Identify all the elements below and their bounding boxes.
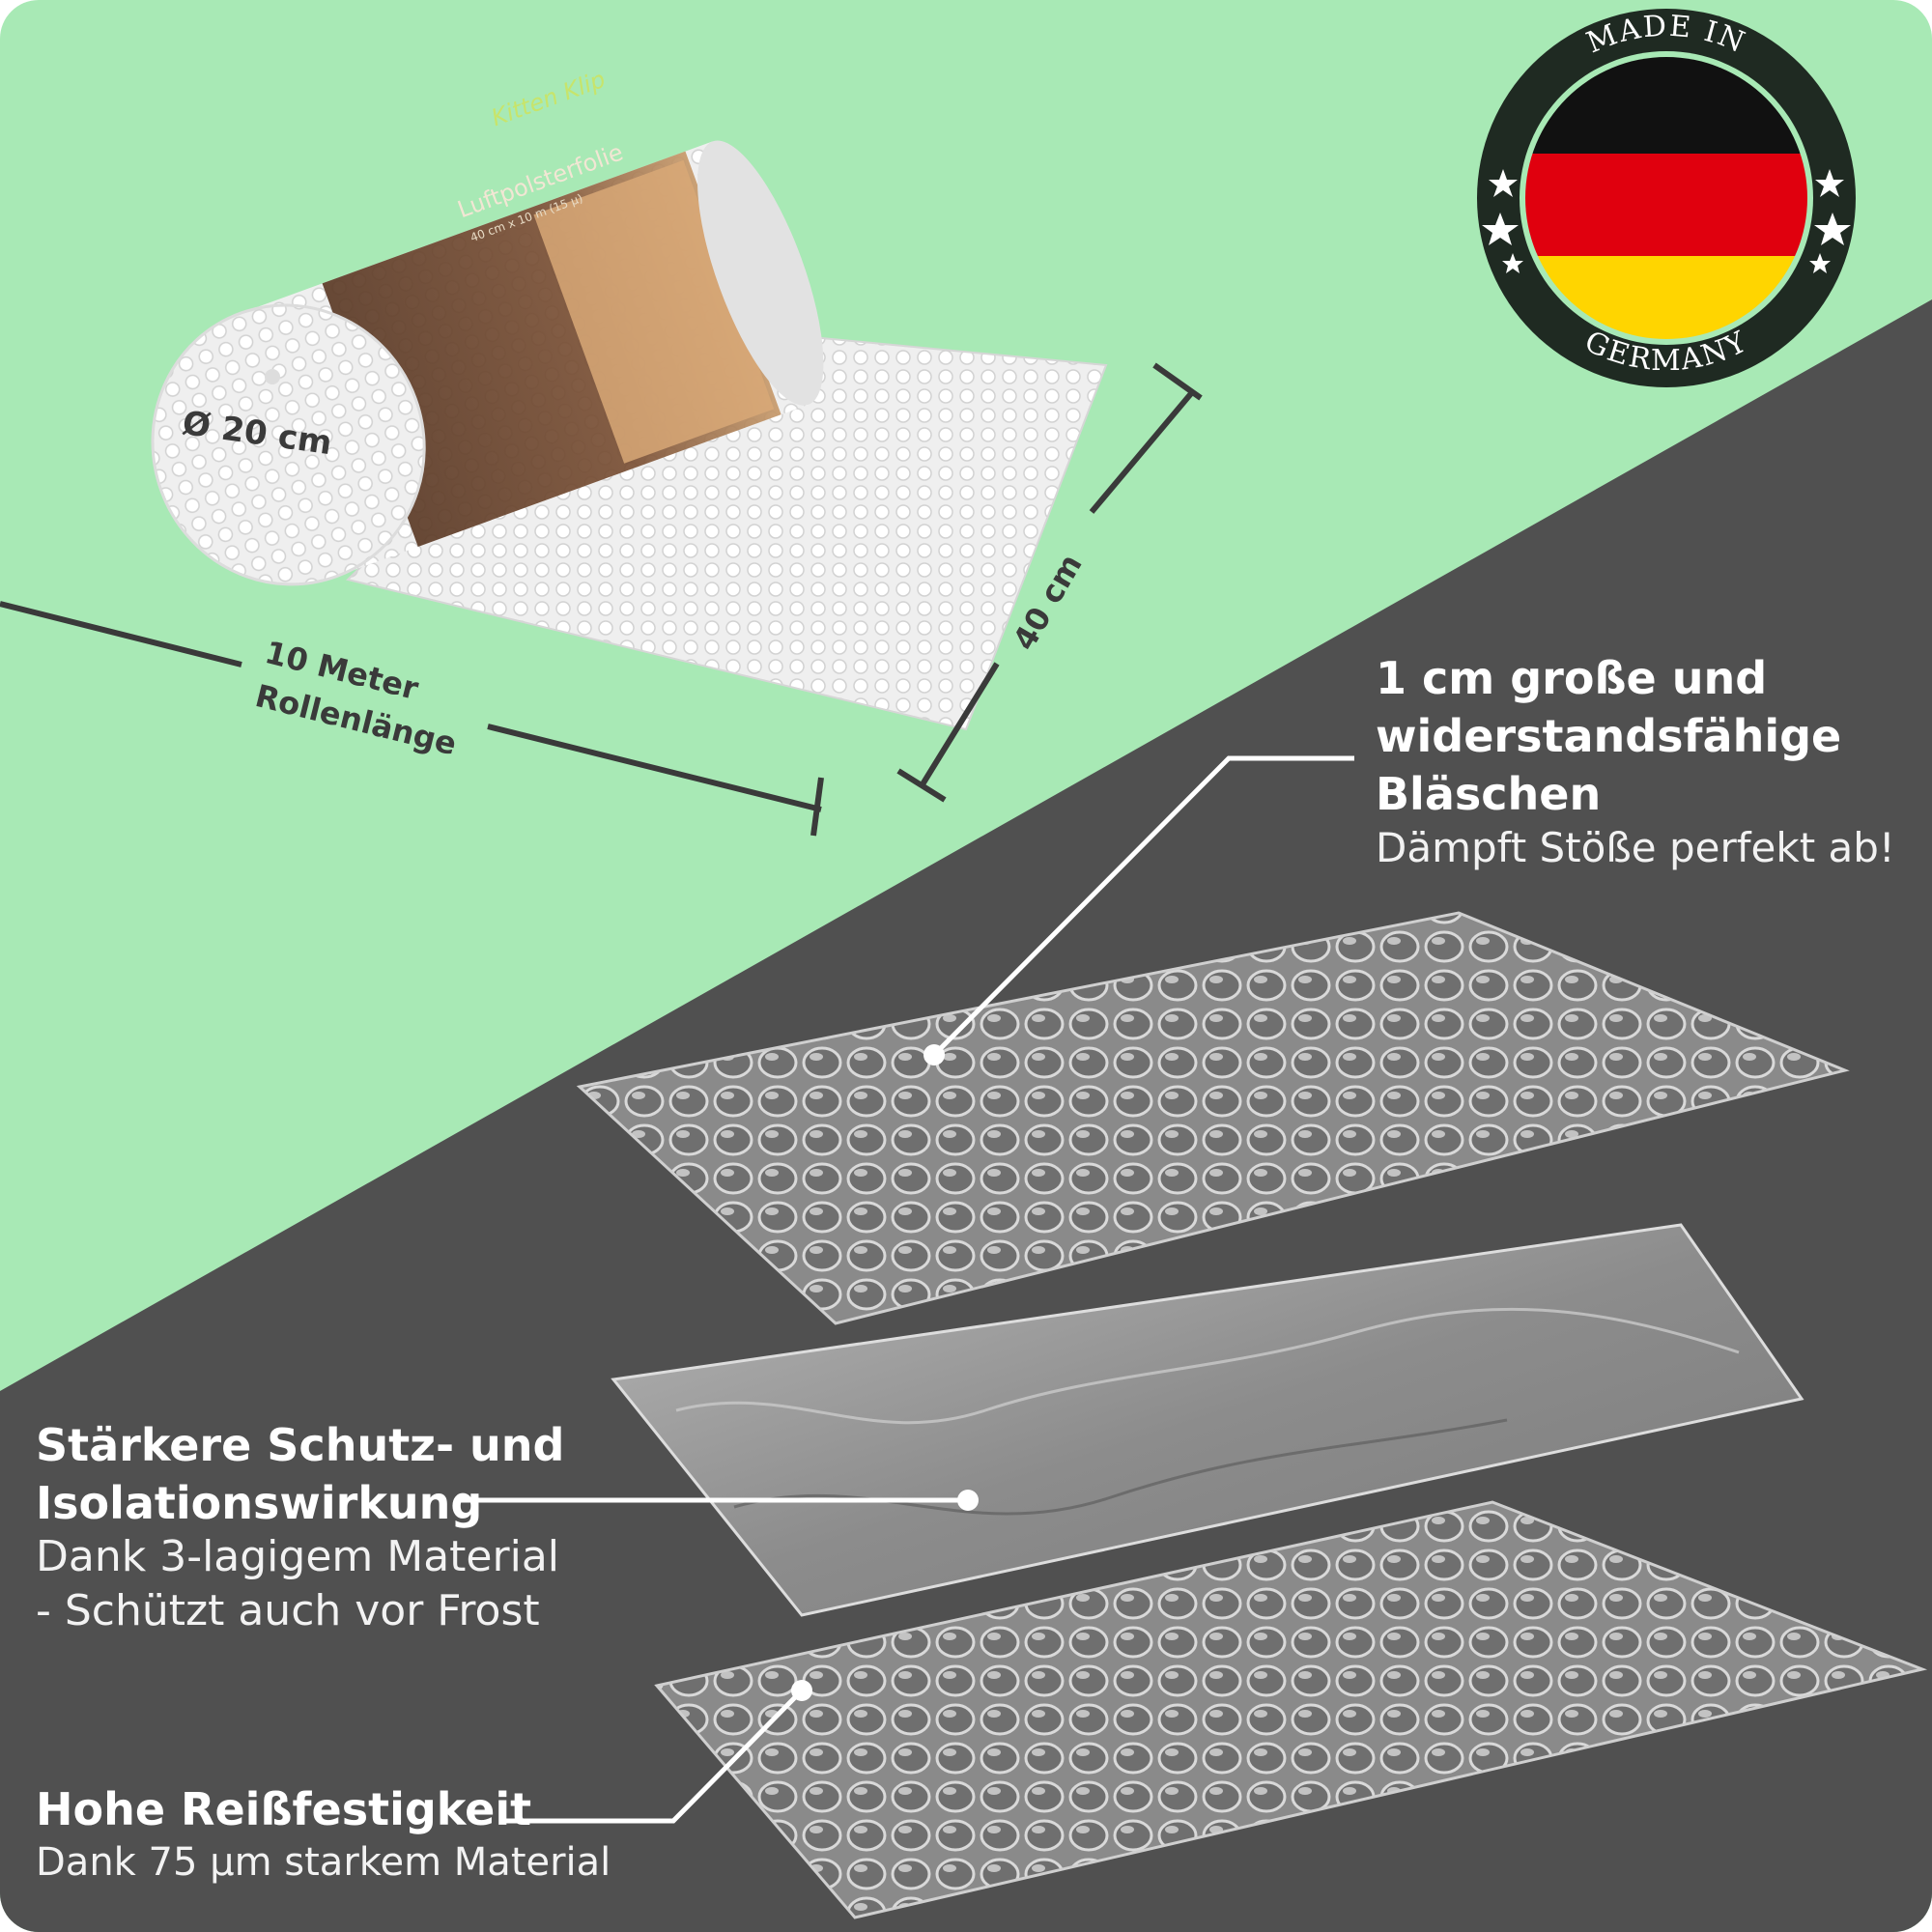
made-in-germany-badge: MADE IN GERMANY xyxy=(1477,9,1856,387)
feature-bubbles-subtitle: Dämpft Stöße perfekt ab! xyxy=(1376,824,1895,871)
feature-film-subtitle-line1: Dank 3-lagigem Material xyxy=(36,1532,560,1581)
width-dimension-line xyxy=(896,362,1203,803)
callout-dot-bubbles xyxy=(923,1044,945,1065)
callout-line-strength xyxy=(502,1689,804,1824)
callout-dot-strength xyxy=(791,1680,812,1701)
film-layer-middle xyxy=(611,1223,1804,1617)
bubble-wrap-roll xyxy=(151,140,824,586)
callout-dot-film xyxy=(957,1490,979,1511)
star-icon xyxy=(1482,169,1851,273)
feature-film-title-line2: Isolationswirkung xyxy=(36,1477,483,1529)
feature-bubbles-title-line2: widerstandsfähige xyxy=(1376,710,1842,762)
bubble-layer-bottom xyxy=(654,1500,1928,1919)
bubble-layer-top xyxy=(576,911,1850,1325)
feature-bubbles-title-line3: Bläschen xyxy=(1376,768,1602,820)
feature-strength-title: Hohe Reißfestigkeit xyxy=(36,1783,532,1835)
feature-strength-subtitle: Dank 75 µm starkem Material xyxy=(36,1840,611,1885)
feature-bubbles-title-line1: 1 cm große und xyxy=(1376,652,1768,704)
callout-line-bubbles xyxy=(932,755,1354,1057)
feature-film-subtitle-line2: - Schützt auch vor Frost xyxy=(36,1586,540,1635)
length-dimension-line xyxy=(0,601,824,837)
feature-film-title-line1: Stärkere Schutz- und xyxy=(36,1419,565,1471)
